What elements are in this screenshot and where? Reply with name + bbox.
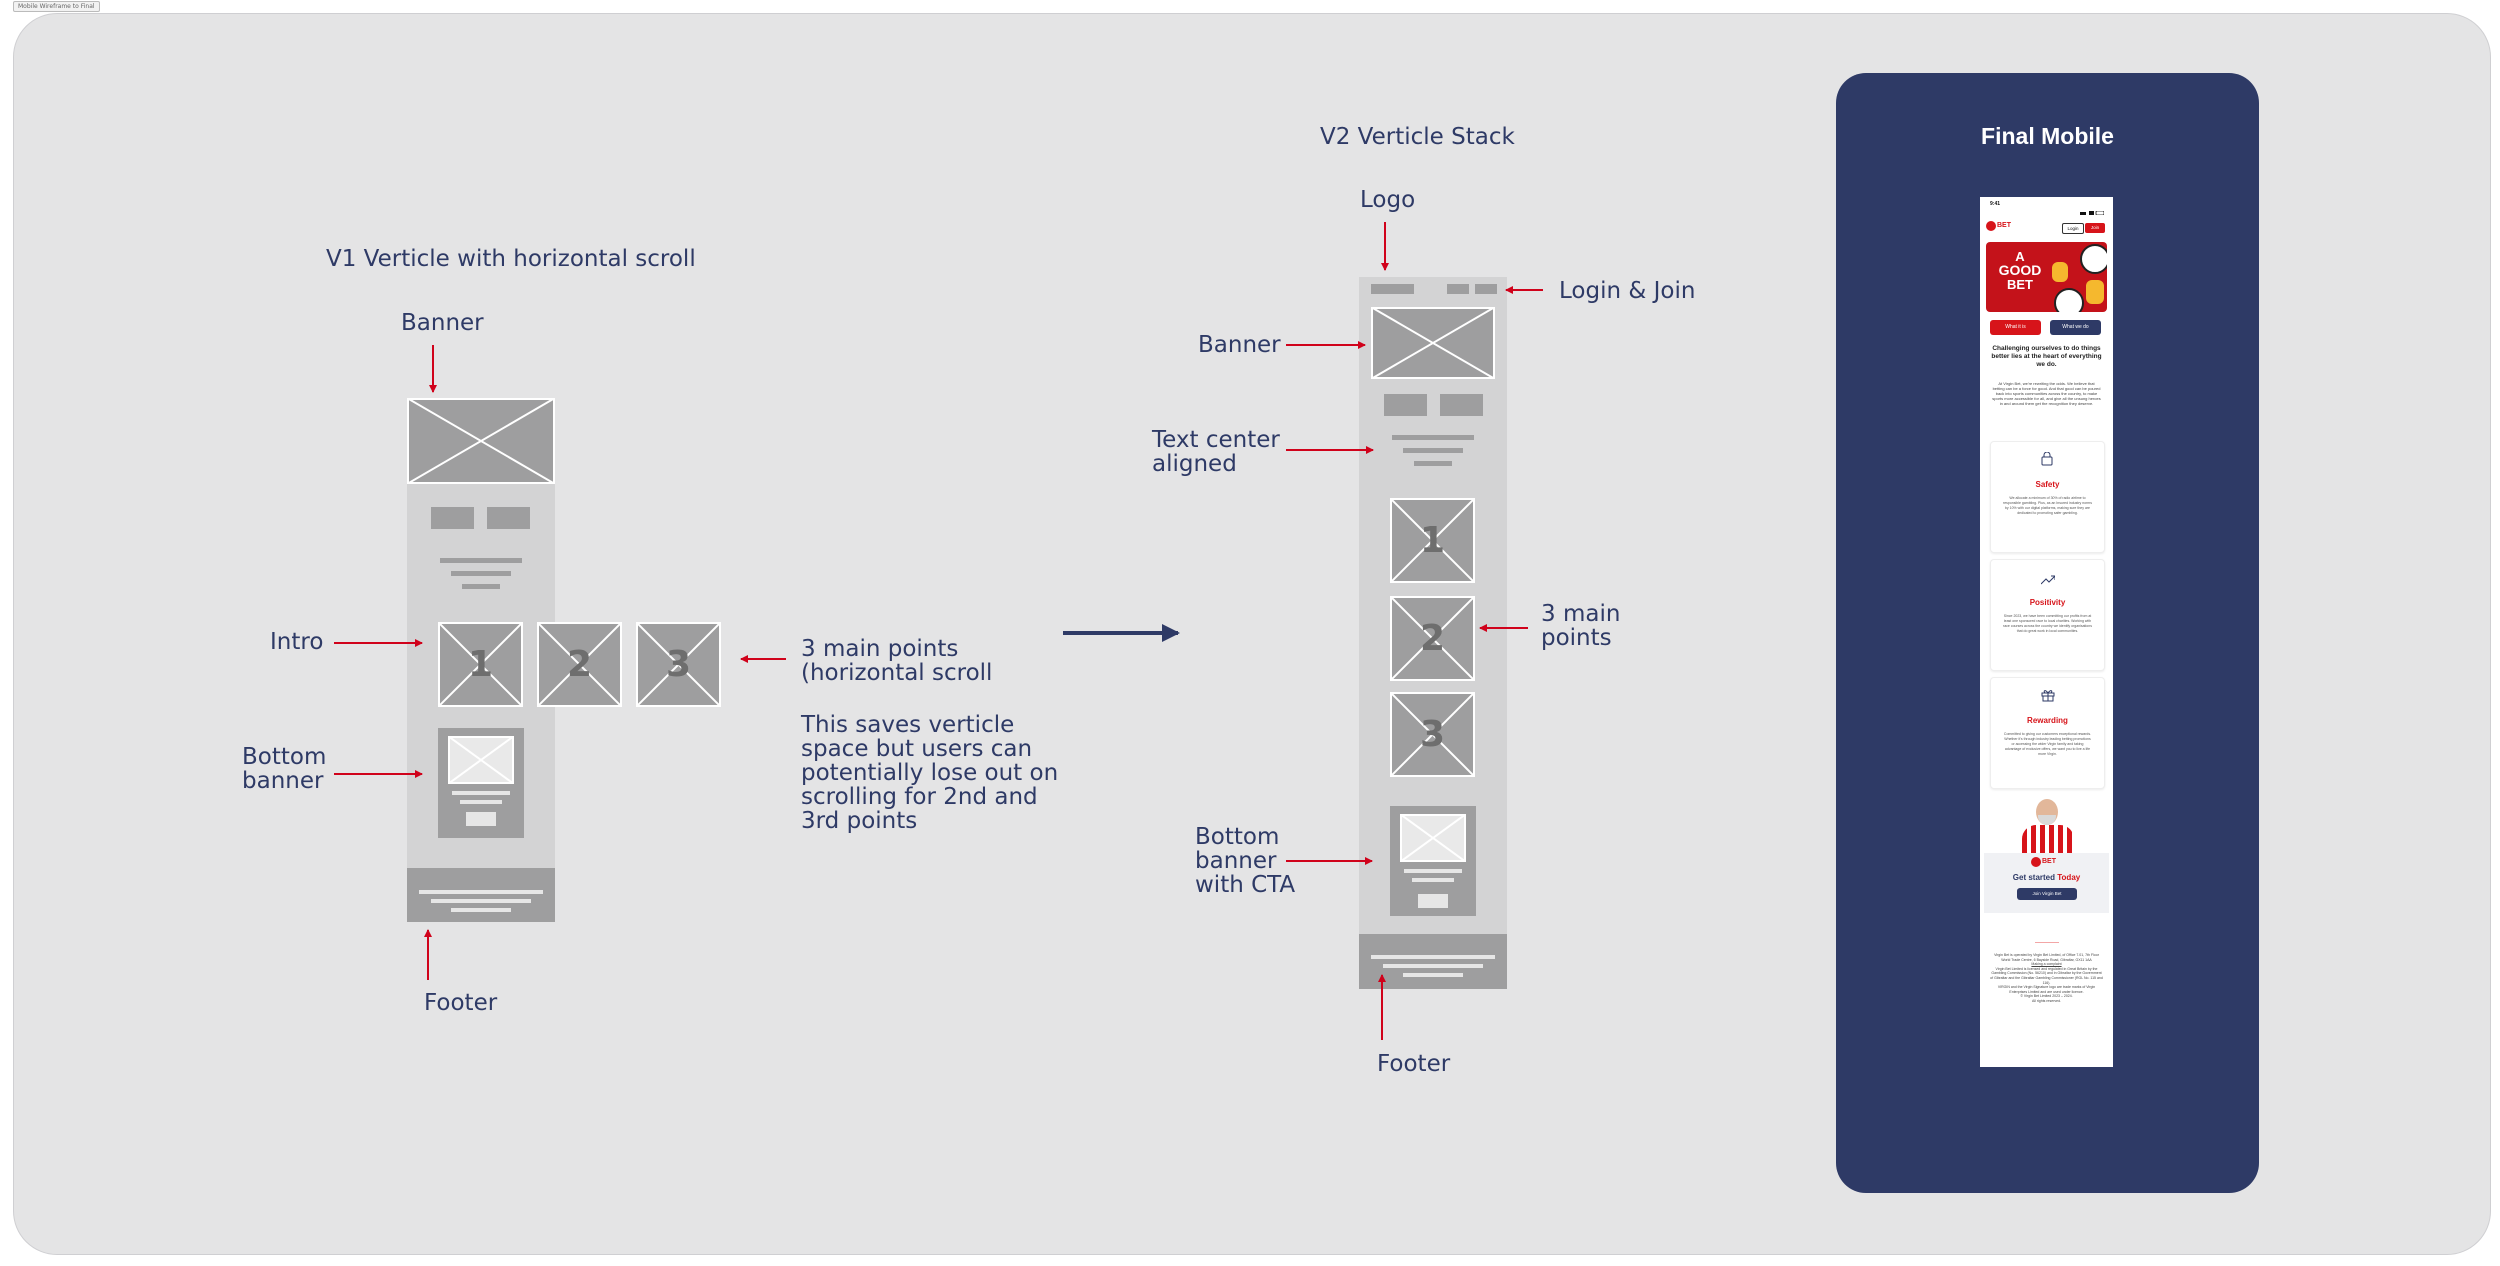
v2-text-line	[1392, 435, 1474, 440]
card-body: Committed to giving our customers except…	[2003, 732, 2092, 756]
join-virgin-bet-button[interactable]: Join Virgin Bet	[2017, 888, 2077, 900]
v2-label-footer: Footer	[1377, 1051, 1451, 1077]
cta-block: BET Get started Today Join Virgin Bet	[1984, 853, 2109, 913]
login-button[interactable]: Login	[2062, 223, 2084, 234]
v1-text-line	[451, 571, 511, 576]
cta-heading: Get started Today	[2012, 873, 2081, 882]
v2-footer	[1359, 934, 1507, 989]
final-title: Final Mobile	[1981, 123, 2114, 149]
footer-divider	[2035, 942, 2059, 943]
v2-label-banner: Banner	[1198, 332, 1281, 358]
final-mobile-panel: Final Mobile 9:41 BET Login Join A GOOD …	[1836, 73, 2259, 1193]
v1-text-line	[462, 584, 500, 589]
value-card-positivity: Positivity Since 2023, we have been comm…	[1990, 559, 2105, 671]
v2-label-login-join: Login & Join	[1559, 278, 1696, 304]
lock-icon	[2041, 451, 2053, 466]
v2-label-bottom-banner: Bottom banner with CTA	[1195, 824, 1296, 898]
v2-bottom-banner	[1390, 806, 1476, 916]
v2-point-card: 3	[1390, 692, 1475, 777]
v1-point-number: 3	[665, 644, 692, 685]
v1-point-number: 2	[566, 644, 593, 685]
v1-label-footer: Footer	[424, 990, 498, 1016]
v1-label-intro: Intro	[270, 629, 324, 655]
v1-point-number: 1	[467, 644, 494, 685]
gift-icon	[2041, 688, 2055, 702]
v1-intro-button	[431, 507, 474, 529]
thumbs-up-icon	[2052, 262, 2068, 282]
hero-banner: A GOOD BET	[1986, 242, 2107, 312]
v2-point-card: 1	[1390, 498, 1475, 583]
v2-title: V2 Verticle Stack	[1320, 124, 1515, 150]
v2-point-number: 2	[1419, 618, 1446, 659]
v2-label-text-center: Text center aligned	[1152, 427, 1280, 477]
card-body: Since 2023, we have been committing our …	[2003, 614, 2092, 633]
v1-point-card: 2	[537, 622, 622, 707]
v2-label-logo: Logo	[1360, 187, 1416, 213]
v1-label-banner: Banner	[401, 310, 484, 336]
card-title: Rewarding	[2027, 716, 2068, 725]
value-card-safety: Safety We allocate a minimum of 30% of r…	[1990, 441, 2105, 553]
phone-mockup: 9:41 BET Login Join A GOOD BET What it i…	[1980, 197, 2113, 1067]
hero-text: A GOOD BET	[1998, 249, 2042, 292]
football-icon	[2080, 244, 2107, 274]
v2-text-line	[1414, 461, 1452, 466]
v2-point-card: 2	[1390, 596, 1475, 681]
virgin-logo-icon	[1986, 221, 1996, 231]
v2-point-number: 3	[1419, 714, 1446, 755]
ambassador-photo	[2020, 797, 2076, 857]
v1-point-card: 3	[636, 622, 721, 707]
status-icons	[2080, 202, 2105, 216]
virgin-logo-icon	[2031, 857, 2041, 867]
v1-title: V1 Verticle with horizontal scroll	[326, 246, 696, 272]
frame-tag: Mobile Wireframe to Final	[13, 1, 100, 12]
v2-logo-placeholder	[1371, 284, 1414, 294]
legal-footer: Virgin Bet is operated by Virgin Bet Lim…	[1990, 953, 2103, 1003]
peace-hand-icon	[2086, 280, 2104, 304]
v1-bottom-banner	[438, 728, 524, 838]
v1-label-points: 3 main points (horizontal scroll	[801, 636, 993, 686]
v2-intro-button	[1384, 394, 1427, 416]
v2-join-placeholder	[1475, 284, 1497, 294]
tab-what-we-do[interactable]: What we do	[2050, 320, 2101, 335]
card-title: Positivity	[2029, 598, 2066, 607]
join-button[interactable]: Join	[2085, 223, 2105, 233]
card-body: We allocate a minimum of 30% of radio ai…	[2003, 496, 2092, 515]
v1-note: This saves verticle space but users can …	[801, 712, 1059, 834]
v2-intro-button	[1440, 394, 1483, 416]
card-title: Safety	[2035, 480, 2060, 489]
trend-icon	[2040, 572, 2056, 585]
v1-text-line	[440, 558, 522, 563]
cta-logo-text: BET	[2042, 858, 2056, 865]
v2-label-points: 3 main points	[1541, 601, 1621, 651]
v2-point-number: 1	[1419, 520, 1446, 561]
v2-text-line	[1403, 448, 1463, 453]
intro-paragraph: At Virgin Bet, we're rewriting the odds.…	[1992, 381, 2101, 406]
v1-banner-placeholder	[407, 398, 555, 484]
logo-text: BET	[1997, 222, 2011, 229]
v1-point-card: 1	[438, 622, 523, 707]
complaint-link[interactable]: Making a complaint	[2031, 962, 2062, 967]
football-icon	[2054, 288, 2084, 312]
tab-what-it-is[interactable]: What it is	[1990, 320, 2041, 335]
value-card-rewarding: Rewarding Committed to giving our custom…	[1990, 677, 2105, 789]
v2-banner-placeholder	[1371, 307, 1495, 379]
v1-label-bottom-banner: Bottom banner	[242, 744, 327, 794]
v2-login-placeholder	[1447, 284, 1469, 294]
v1-footer	[407, 868, 555, 922]
intro-heading: Challenging ourselves to do things bette…	[1991, 345, 2102, 368]
status-time: 9:41	[1990, 201, 2001, 207]
v1-intro-button	[487, 507, 530, 529]
